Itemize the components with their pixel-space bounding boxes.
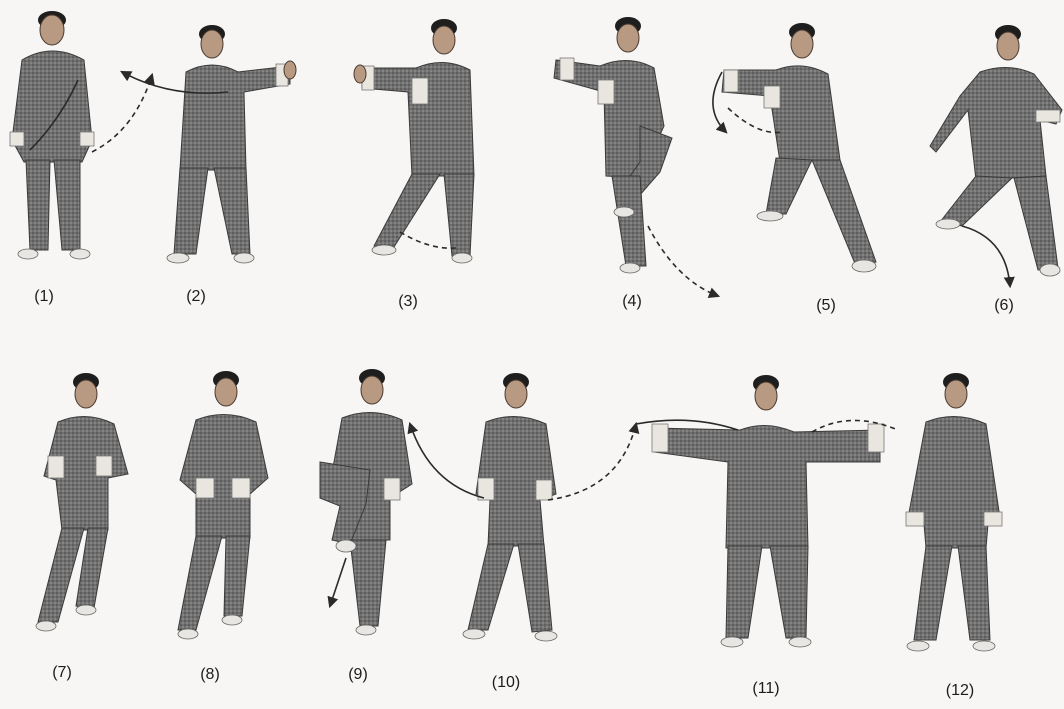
movement-arrow (962, 226, 1010, 286)
figure-3-label: (3) (398, 293, 418, 311)
figure-4 (554, 17, 718, 296)
figure-7 (36, 373, 128, 631)
figure-3 (354, 19, 474, 263)
figure-10-label: (10) (492, 674, 520, 692)
movement-arrow-dashed (548, 424, 636, 500)
figure-11-label: (11) (752, 680, 779, 698)
movement-arrow (330, 558, 346, 606)
figure-10 (410, 373, 636, 641)
figure-5-label: (5) (816, 297, 836, 315)
figure-12-label: (12) (946, 682, 974, 700)
figure-9-label: (9) (348, 666, 368, 684)
movement-arrow-dashed (92, 75, 152, 152)
figure-2-label: (2) (186, 288, 206, 306)
figure-12 (906, 373, 1002, 651)
figure-1-label: (1) (34, 288, 54, 306)
figure-4-label: (4) (622, 293, 642, 311)
figure-6-label: (6) (994, 297, 1014, 315)
movement-arrow-dashed (400, 232, 456, 248)
figure-1 (10, 11, 152, 259)
figure-6 (930, 25, 1062, 286)
figure-2 (122, 25, 296, 263)
figure-7-label: (7) (52, 664, 72, 682)
figure-5 (713, 23, 876, 272)
figure-9 (320, 369, 412, 635)
figure-11 (636, 375, 898, 647)
figure-8 (178, 371, 268, 639)
figure-8-label: (8) (200, 666, 220, 684)
movement-arrow (410, 424, 484, 498)
movement-arrow-dashed (648, 226, 718, 296)
